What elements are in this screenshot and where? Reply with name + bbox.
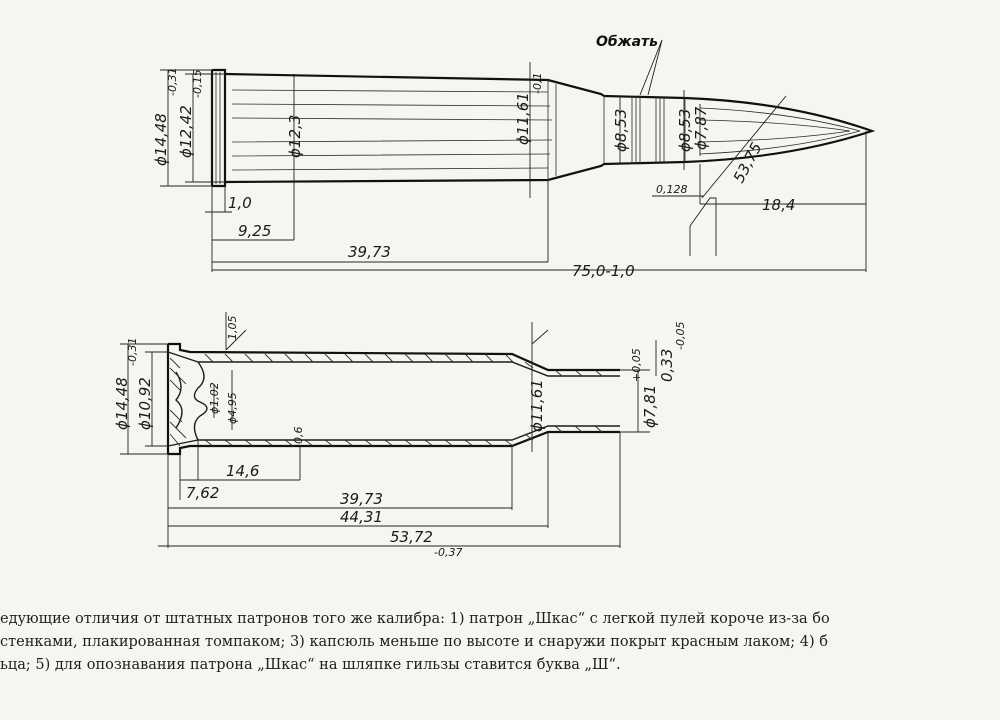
dim-case-neck-diameter: ϕ7,81 — [641, 385, 659, 428]
dim-ogive-length: 53,75 — [730, 140, 766, 186]
dim-neck-wall: 0,33 — [658, 349, 676, 382]
dim-primer-diameter: ϕ1,02 — [208, 382, 221, 414]
dim-primer-pocket-diameter: ϕ4,95 — [226, 392, 239, 424]
dim-case-body-length: 39,73 — [340, 490, 383, 508]
technical-drawing: Обжать ϕ14,48 -0,31 ϕ12,42 -0,15 ϕ12,3 ϕ… — [113, 34, 876, 560]
dim-rim-diameter: ϕ14,48 — [152, 113, 170, 166]
dim-shoulder-tolerance: -0,1 — [531, 73, 544, 94]
dim-case-head-diameter: ϕ10,92 — [136, 377, 154, 430]
dim-neck-wall-tolerance: -0,05 — [674, 322, 687, 350]
dim-case-rim-diameter: ϕ14,48 — [113, 377, 131, 430]
dim-base-tolerance: -0,15 — [191, 70, 204, 98]
cartridge-outline — [210, 68, 876, 188]
case-labels: ϕ14,48 -0,31 ϕ10,92 ϕ1,02 ϕ4,95 1,05 0,6… — [113, 316, 687, 560]
dim-case-neck-tolerance: +0,05 — [630, 348, 643, 382]
dim-rim-width: 1,05 — [226, 316, 239, 341]
dim-bullet-tip-diameter: ϕ7,87 — [692, 106, 710, 150]
caption-line-3: ьца; 5) для опознавания патрона „Шкас“ н… — [0, 657, 621, 673]
dim-base-diameter: ϕ12,42 — [177, 105, 195, 158]
cartridge-dimension-lines — [160, 39, 867, 272]
caption-line-2: стенками, плакированная томпаком; 3) кап… — [0, 634, 829, 650]
dim-case-body-length: 39,73 — [348, 243, 391, 261]
case-dimension-lines — [120, 312, 657, 548]
dim-case-rim-tolerance: -0,31 — [126, 338, 139, 366]
caption-text: едующие отличия от штатных патронов того… — [0, 608, 1000, 677]
label-crimp: Обжать — [596, 34, 658, 50]
dim-body-diameter: ϕ12,3 — [286, 115, 304, 158]
dim-case-shoulder-length: 44,31 — [340, 508, 383, 526]
dim-neck-diameter: ϕ8,53 — [612, 109, 630, 152]
dim-groove-length: 9,25 — [238, 222, 271, 240]
dim-wall-thickness: 0,6 — [292, 427, 305, 445]
dim-crimp-offset: 0,128 — [656, 183, 688, 196]
dim-case-shoulder-diameter: ϕ11,61 — [528, 379, 546, 432]
dim-rim-length: 1,0 — [228, 194, 252, 212]
dim-case-total-length: 53,72 — [390, 528, 433, 546]
dim-total-length: 75,0-1,0 — [572, 262, 635, 280]
dim-rim-tolerance: -0,31 — [166, 68, 179, 96]
dim-inner-length: 14,6 — [226, 462, 259, 480]
dim-bullet-diameter: ϕ8,53 — [676, 109, 694, 152]
dim-head-length: 7,62 — [186, 484, 219, 502]
cartridge-labels: Обжать ϕ14,48 -0,31 ϕ12,42 -0,15 ϕ12,3 ϕ… — [152, 34, 795, 280]
dim-shoulder-diameter: ϕ11,61 — [514, 92, 532, 145]
dim-bullet-exposed-length: 18,4 — [762, 196, 795, 214]
dim-case-total-tolerance: -0,37 — [434, 546, 462, 559]
caption-line-1: едующие отличия от штатных патронов того… — [0, 611, 830, 627]
